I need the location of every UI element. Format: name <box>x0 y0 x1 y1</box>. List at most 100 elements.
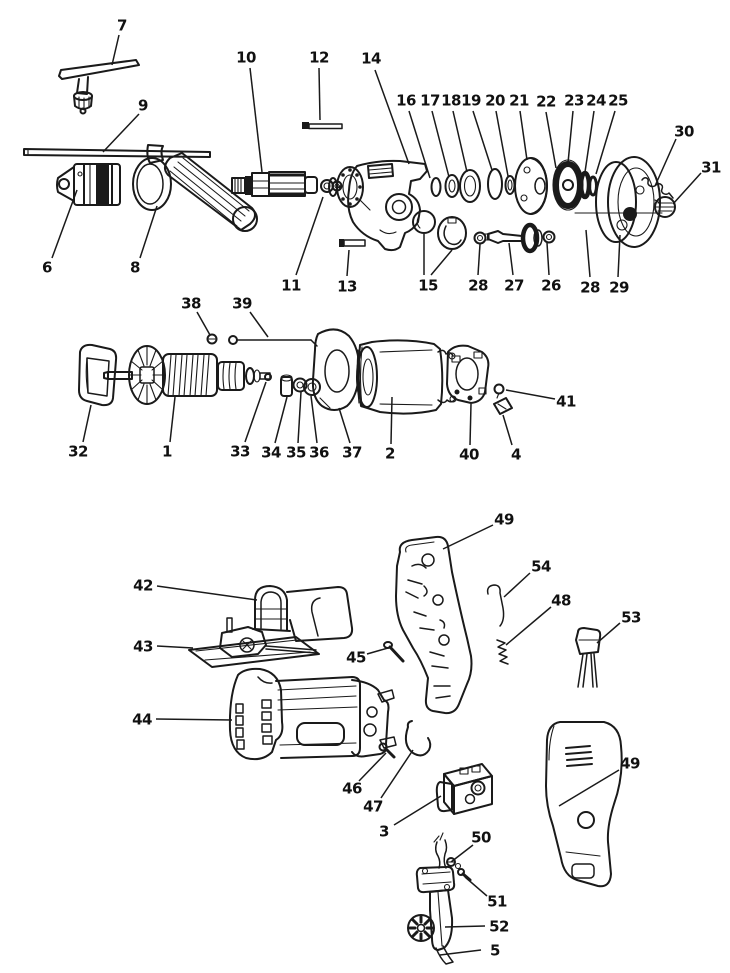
motor-housing-illustration <box>228 667 397 761</box>
part-label-6-17: 6 <box>42 259 52 277</box>
part-label-7-0: 7 <box>117 17 127 35</box>
leader-line-part-20-9-0 <box>495 110 509 177</box>
leader-line-part-28-25-0 <box>585 229 591 278</box>
part-label-42-40: 42 <box>133 577 153 595</box>
leader-line-part-49-51-0 <box>558 769 620 807</box>
spindle-illustration <box>231 171 318 197</box>
screw-38-illustration <box>206 333 218 345</box>
leader-line-part-38-27-0 <box>196 311 211 336</box>
armature-illustration <box>103 345 271 405</box>
leader-line-part-50-52-0 <box>450 844 474 863</box>
leader-line-part-6-17-0 <box>51 189 78 259</box>
part-label-11-19: 11 <box>281 277 301 295</box>
switch-plate-illustration <box>188 617 320 668</box>
leader-line-part-42-40-0 <box>156 585 258 601</box>
part-label-26-24: 26 <box>541 277 561 295</box>
part-label-23-12: 23 <box>564 92 584 110</box>
spacer-34-illustration <box>280 374 293 397</box>
field-illustration <box>356 339 457 415</box>
part-label-54-45: 54 <box>531 558 551 576</box>
leader-line-part-40-37-0 <box>469 403 472 446</box>
part-label-44-42: 44 <box>132 711 152 729</box>
leader-line-part-49-44-0 <box>442 524 494 550</box>
coil-spring-48-illustration <box>496 639 509 665</box>
leader-line-part-36-34-0 <box>310 395 318 444</box>
leader-line-part-26-24-0 <box>546 242 550 276</box>
leader-line-part-45-43-0 <box>366 647 389 655</box>
hook-spring-54-illustration <box>486 584 505 627</box>
pin-12-illustration <box>302 122 343 130</box>
leader-line-part-52-54-0 <box>444 925 486 928</box>
leader-line-part-43-41-0 <box>156 645 194 649</box>
leader-line-part-4-38-0 <box>502 414 513 446</box>
clutch-disc-illustration <box>514 157 548 215</box>
part-label-43-41: 43 <box>133 638 153 656</box>
leader-line-part-32-29-0 <box>82 404 92 443</box>
clutch-cam-parts-illustration <box>412 210 467 250</box>
part-label-34-32: 34 <box>261 444 281 462</box>
part-label-40-37: 40 <box>459 446 479 464</box>
part-label-37-35: 37 <box>342 444 362 462</box>
part-label-12-3: 12 <box>309 49 329 67</box>
part-label-50-52: 50 <box>471 829 491 847</box>
switch-illustration <box>435 763 493 815</box>
screw-51-illustration <box>457 868 472 882</box>
leader-line-part-9-1-0 <box>102 113 140 153</box>
part-label-4-38: 4 <box>511 446 521 464</box>
part-label-8-18: 8 <box>130 259 140 277</box>
leader-line-part-21-10-0 <box>519 110 528 161</box>
leader-line-part-14-4-0 <box>374 69 410 165</box>
air-baffle-illustration <box>78 343 118 407</box>
leader-line-part-53-47-0 <box>596 622 621 644</box>
part-label-13-20: 13 <box>337 278 357 296</box>
leader-line-part-18-7-0 <box>452 110 468 173</box>
part-label-27-23: 27 <box>504 277 524 295</box>
gear-cluster-illustration <box>552 159 598 211</box>
part-label-18-7: 18 <box>441 92 461 110</box>
leader-line-part-37-35-0 <box>338 407 351 444</box>
part-label-5-55: 5 <box>490 942 500 960</box>
leader-line-part-44-42-0 <box>155 718 233 721</box>
part-label-47-49: 47 <box>363 798 383 816</box>
part-label-51-53: 51 <box>487 893 507 911</box>
part-label-41-39: 41 <box>556 393 576 411</box>
idler-gear-shaft-illustration <box>473 222 556 254</box>
leader-line-part-41-39-0 <box>505 389 556 400</box>
part-label-19-8: 19 <box>461 92 481 110</box>
leader-line-part-46-48-0 <box>358 752 387 782</box>
cord-protector-illustration <box>407 865 456 951</box>
leader-line-part-22-11-0 <box>545 111 557 169</box>
screw-33-illustration <box>264 373 272 381</box>
part-label-3-50: 3 <box>379 823 389 841</box>
leader-line-part-11-19-0 <box>295 196 324 276</box>
handle-clamp-illustration <box>132 144 258 232</box>
part-label-33-31: 33 <box>230 443 250 461</box>
leader-line-part-13-20-0 <box>346 249 350 277</box>
part-label-53-47: 53 <box>621 609 641 627</box>
leader-line-part-39-28-0 <box>249 311 269 338</box>
part-label-15-21: 15 <box>418 277 438 295</box>
housing-half-outer-illustration <box>545 721 623 888</box>
leader-line-part-48-46-0 <box>505 606 552 646</box>
power-cord-illustration <box>435 945 454 965</box>
part-label-28-22: 28 <box>468 277 488 295</box>
leader-line-part-31-16-0 <box>672 172 702 205</box>
part-label-9-1: 9 <box>138 97 148 115</box>
leader-line-part-25-14-0 <box>595 110 616 175</box>
part-label-24-13: 24 <box>586 92 606 110</box>
part-label-36-34: 36 <box>309 444 329 462</box>
part-label-49-44: 49 <box>494 511 514 529</box>
gear-case-illustration <box>328 159 428 252</box>
part-label-1-30: 1 <box>162 443 172 461</box>
leader-line-part-51-53-0 <box>464 876 488 897</box>
leader-line-part-30-15-0 <box>654 138 677 187</box>
leader-line-part-27-23-0 <box>508 242 514 276</box>
chuck-key-illustration <box>58 59 140 115</box>
part-label-35-33: 35 <box>286 444 306 462</box>
leader-line-part-5-55-0 <box>439 949 482 956</box>
part-label-2-36: 2 <box>385 445 395 463</box>
leader-line-part-16-5-0 <box>408 110 431 179</box>
